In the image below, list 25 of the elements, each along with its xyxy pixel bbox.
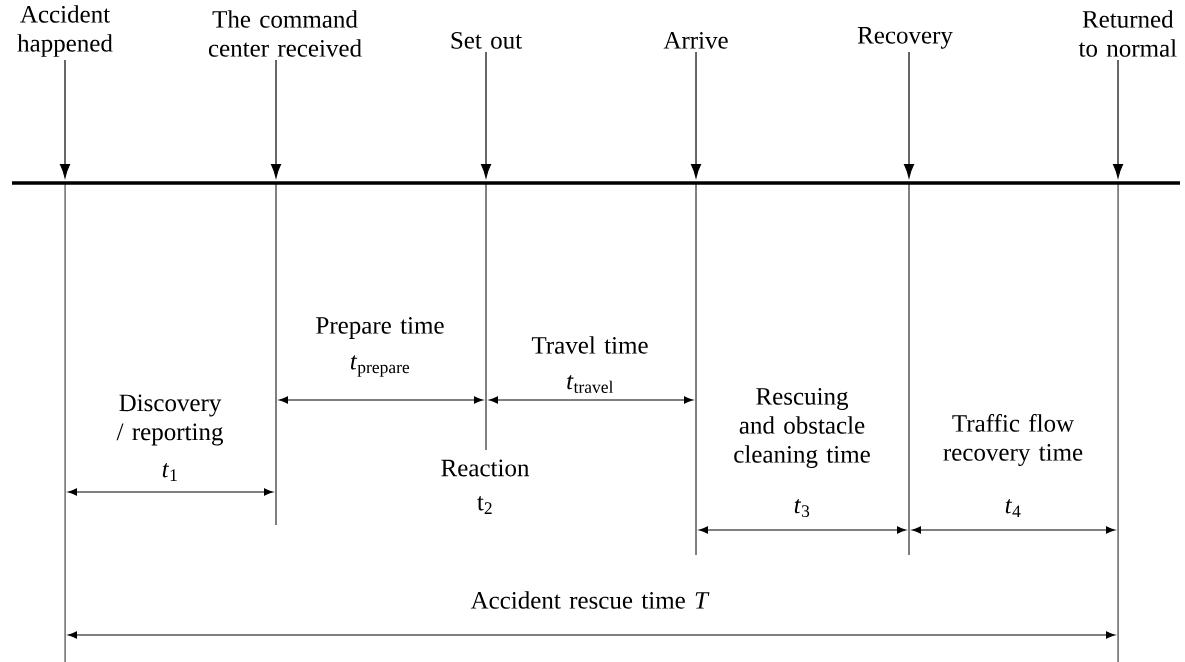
dimension-label: Rescuing and obstacle cleaning time bbox=[734, 388, 870, 468]
arrow bbox=[690, 51, 702, 178]
arrow bbox=[903, 51, 915, 178]
arrow bbox=[270, 59, 282, 178]
event-label: The command center received bbox=[208, 10, 362, 57]
dimension-label: Traffic flow recovery time bbox=[943, 414, 1083, 466]
event-label: Arrive bbox=[663, 32, 728, 49]
arrow bbox=[59, 59, 71, 178]
arrow bbox=[480, 51, 492, 178]
event-label: Set out bbox=[451, 32, 522, 49]
dimension-label: t$_{2}$ bbox=[477, 496, 492, 514]
dimension-label: Discovery / reporting bbox=[116, 394, 223, 446]
event-label: Returned to normal bbox=[1078, 10, 1177, 57]
dimension-label: Prepare time bbox=[316, 317, 444, 339]
arrow bbox=[1112, 59, 1124, 178]
dimension-label: Accident rescue time T bbox=[470, 591, 710, 609]
dimension-label: t$_{3}$ bbox=[794, 499, 810, 517]
dimension-label: Reaction bbox=[441, 459, 530, 477]
dimension-label: t$_{travel}$ bbox=[567, 375, 614, 393]
event-label: Accident happened bbox=[17, 5, 113, 57]
event-label: Recovery bbox=[857, 27, 953, 49]
dimension-label: t$_{4}$ bbox=[1005, 499, 1021, 517]
dimension-label: t$_{1}$ bbox=[162, 463, 177, 481]
dimension-label: Travel time bbox=[531, 336, 648, 354]
dimension-label: t$_{prepare}$ bbox=[350, 355, 410, 377]
